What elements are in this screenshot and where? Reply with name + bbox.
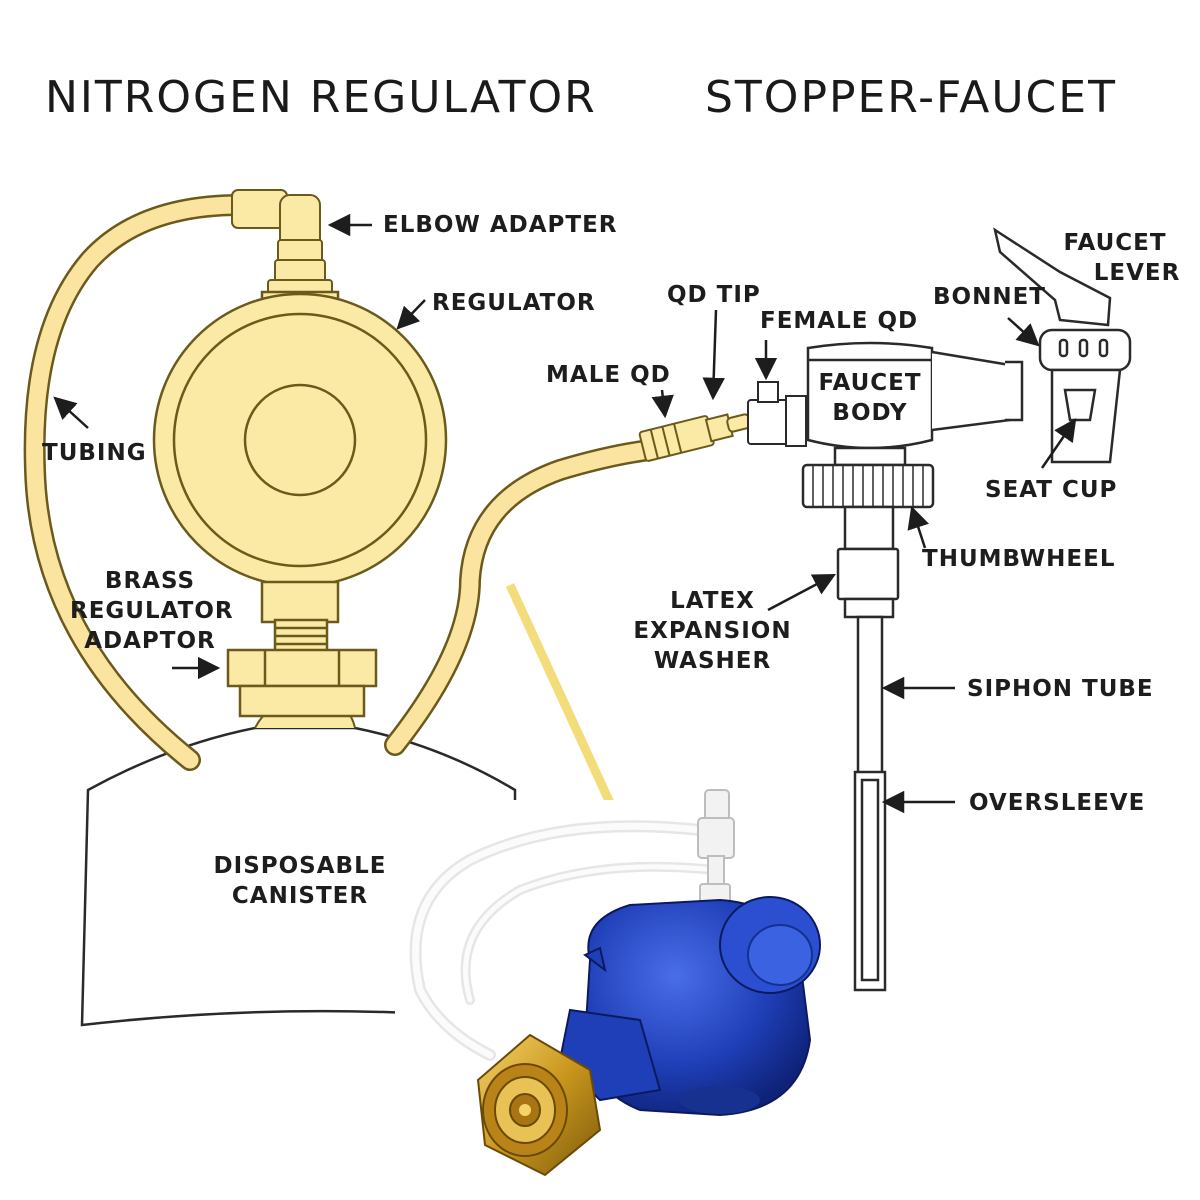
- label-thumbwheel: THUMBWHEEL: [922, 546, 1116, 572]
- label-oversleeve: OVERSLEEVE: [969, 790, 1146, 816]
- female-qd: [747, 381, 807, 447]
- photo-clear-tubing: [409, 820, 720, 1061]
- siphon-assembly: [836, 505, 900, 992]
- label-faucet-body: FAUCET BODY: [810, 368, 930, 428]
- photo-brass-fitting: [476, 1033, 602, 1177]
- label-faucet-lever-line-2: LEVER: [1093, 260, 1181, 286]
- photo-white-qd: [697, 789, 735, 909]
- photo-blue-regulator: [558, 896, 821, 1117]
- label-qd-tip: QD TIP: [667, 282, 761, 308]
- male-qd: [638, 413, 752, 462]
- label-brass-line-2: REGULATOR: [70, 598, 234, 624]
- regulator-body: [152, 290, 448, 624]
- brass-regulator-adaptor: [226, 618, 378, 718]
- label-faucet-body-line-2: BODY: [832, 400, 908, 426]
- label-latex-line-1: LATEX: [670, 588, 755, 614]
- label-bonnet: BONNET: [933, 284, 1046, 310]
- label-siphon-tube: SIPHON TUBE: [967, 676, 1154, 702]
- label-brass-regulator-adaptor: BRASS REGULATOR ADAPTOR: [70, 566, 234, 656]
- label-latex-line-3: WASHER: [653, 648, 772, 674]
- faucet-body: [806, 341, 1024, 450]
- label-regulator: REGULATOR: [432, 290, 596, 316]
- label-male-qd: MALE QD: [546, 362, 671, 388]
- title-nitrogen-regulator: NITROGEN REGULATOR: [45, 72, 597, 123]
- label-elbow-adapter: ELBOW ADAPTER: [383, 212, 618, 238]
- label-brass-line-1: BRASS: [104, 568, 196, 594]
- label-female-qd: FEMALE QD: [760, 308, 919, 334]
- label-canister-line-2: CANISTER: [231, 883, 369, 909]
- title-stopper-faucet: STOPPER-FAUCET: [705, 72, 1117, 123]
- label-disposable-canister: DISPOSABLE CANISTER: [210, 851, 390, 911]
- label-canister-line-1: DISPOSABLE: [213, 853, 387, 879]
- thumbwheel: [801, 446, 935, 509]
- label-seat-cup: SEAT CUP: [985, 477, 1118, 503]
- label-brass-line-3: ADAPTOR: [84, 628, 216, 654]
- label-faucet-lever-line-1: FAUCET: [1063, 230, 1167, 256]
- label-tubing: TUBING: [42, 440, 147, 466]
- elbow-adapter: [231, 189, 333, 303]
- leader-arrows: [53, 213, 1077, 814]
- label-latex-expansion-washer: LATEX EXPANSION WASHER: [630, 586, 795, 676]
- label-faucet-body-line-1: FAUCET: [818, 370, 922, 396]
- label-faucet-lever: FAUCET LEVER: [1040, 228, 1190, 288]
- label-latex-line-2: EXPANSION: [633, 618, 792, 644]
